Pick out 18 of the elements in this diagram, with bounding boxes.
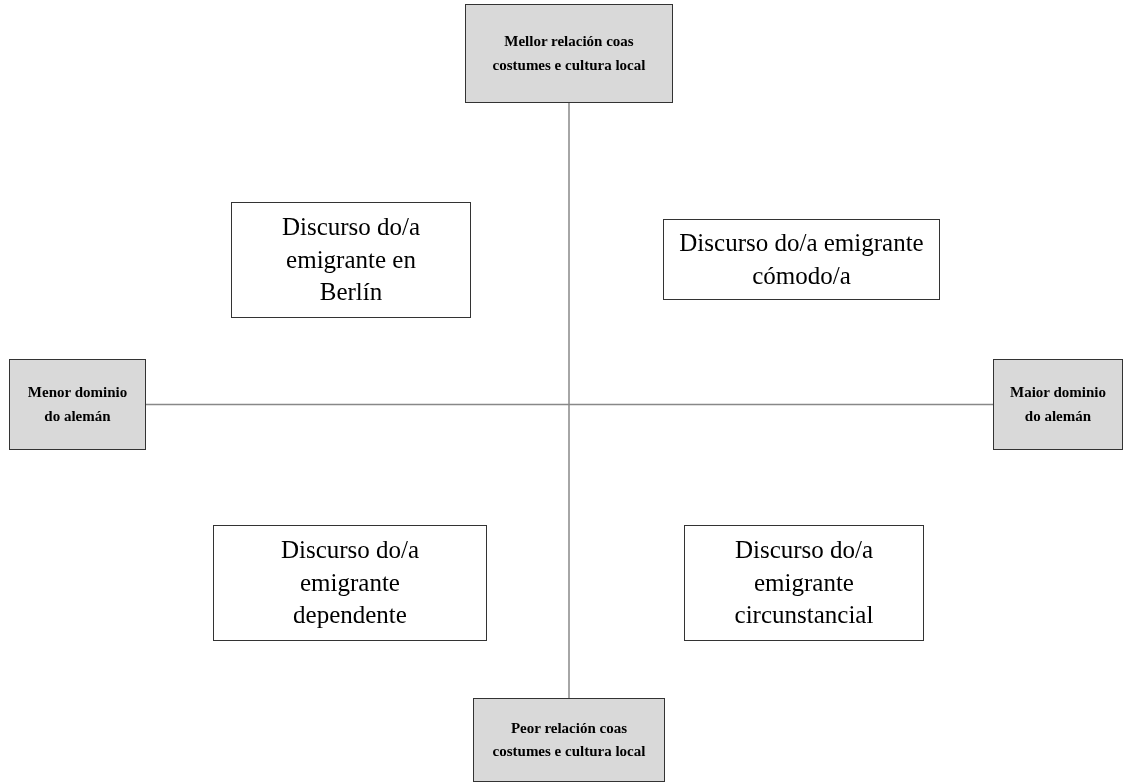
quadrant-label: Discurso do/a emigrante en Berlín: [280, 212, 422, 308]
axis-label-box: [473, 698, 665, 782]
quadrant-box: [213, 525, 487, 641]
quadrant-label: Discurso do/a emigrante circunstancial: [733, 535, 875, 631]
axis-label: Mellor relación coas costumes e cultura local: [491, 32, 647, 75]
quadrant-label: Discurso do/a emigrante cómodo/a: [678, 228, 925, 291]
quadrant-box: [231, 202, 471, 318]
quadrant-box: [684, 525, 924, 641]
axis-label: Maior dominio do alemán: [1009, 383, 1107, 426]
axis-label-box: [993, 359, 1123, 450]
axis-line: [568, 102, 570, 699]
axis-label: Peor relación coas costumes e cultura local: [491, 718, 647, 761]
axis-label-box: [9, 359, 146, 450]
axis-line: [145, 403, 994, 406]
axis-label: Menor dominio do alemán: [27, 383, 128, 426]
quadrant-box: [663, 219, 940, 300]
quadrant-label: Discurso do/a emigrante dependente: [279, 535, 421, 631]
axis-label-box: [465, 4, 673, 103]
